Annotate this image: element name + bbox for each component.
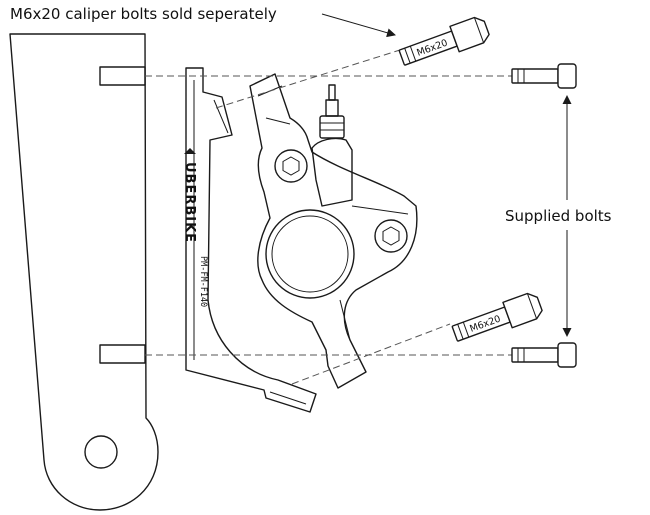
callout-arrow [321,13,396,38]
adapter-part-number: PM-FM-F140 [198,256,208,307]
supplied-bolts-callout: Supplied bolts [505,207,612,225]
adapter-bracket: PM-FM-F140 UBERBIKE [182,67,317,413]
caliper-bolt-head-lower [374,219,408,253]
brake-caliper [249,73,418,389]
caliper-bolt-lower: M6x20 [451,292,543,342]
supplied-bolt-upper [511,63,577,89]
bleed-nipple [319,84,345,139]
adapter-brand-text: UBERBIKE [182,162,197,243]
alignment-lines [145,49,512,385]
caliper-bolt-upper: M6x20 [398,16,490,66]
fork-leg [9,33,159,511]
direction-arrow-icon [184,148,196,154]
supplied-bolt-lower [511,342,577,368]
caliper-bolt-head-upper [274,149,308,183]
sold-separately-callout: M6x20 caliper bolts sold seperately [10,5,277,23]
